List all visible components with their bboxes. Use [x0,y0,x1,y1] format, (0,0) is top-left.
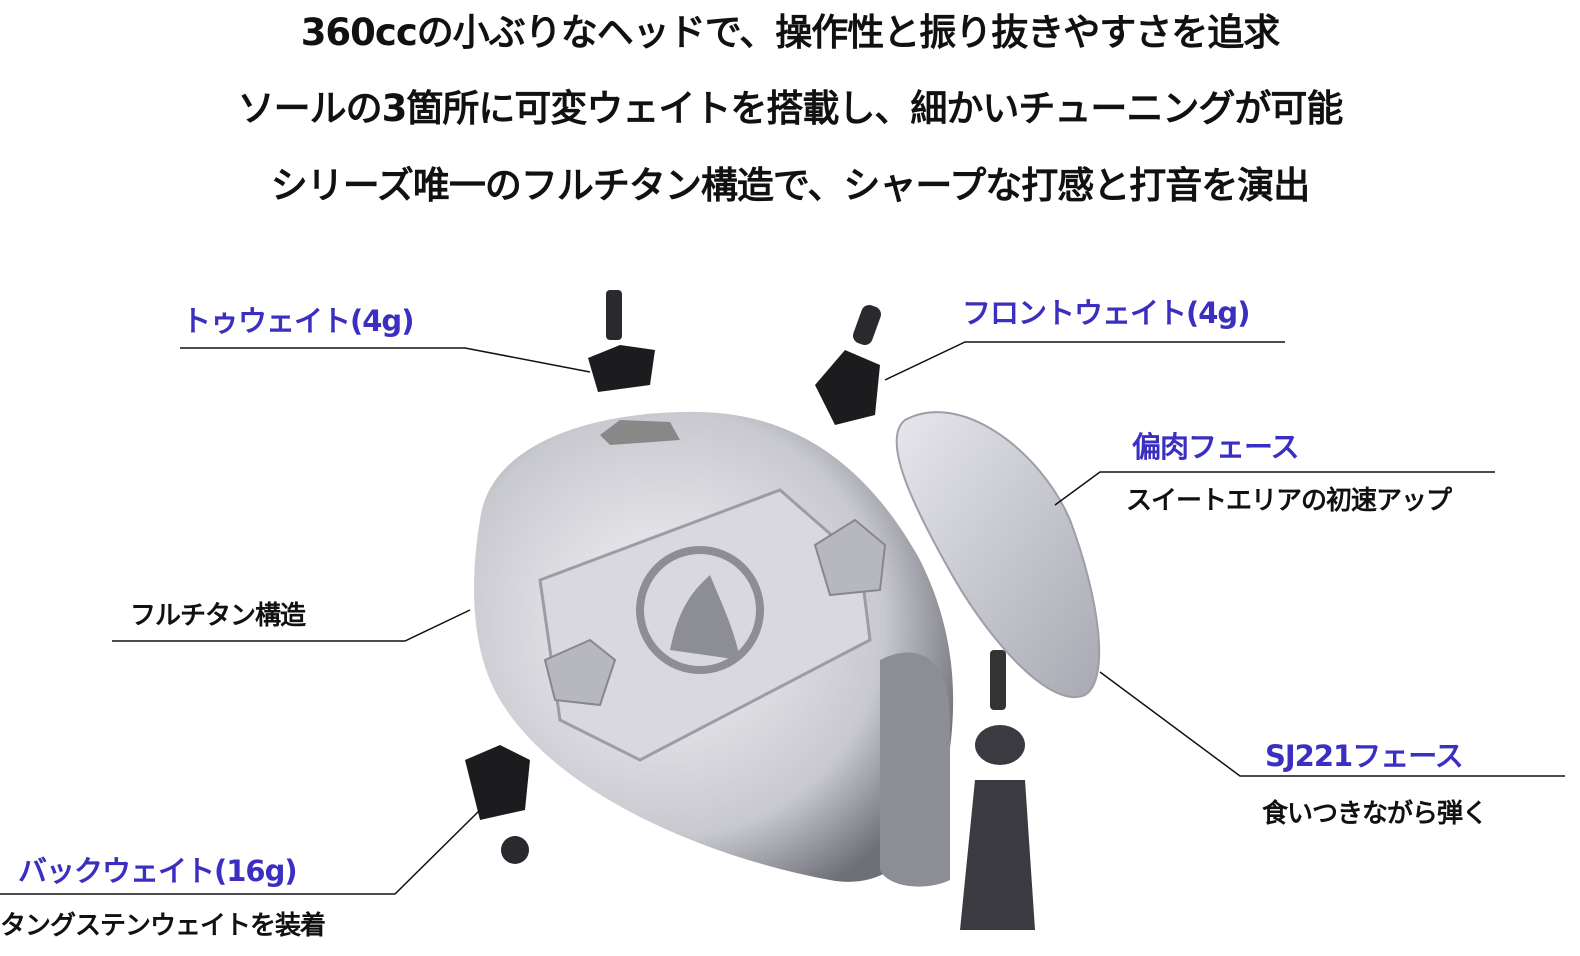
toe-weight [588,345,655,392]
shaft-sleeve [960,780,1035,930]
offset-leader [1054,471,1495,506]
front-leader [884,341,1285,381]
front-weight [815,350,880,425]
back-weight-label: バックウェイト(16g) [18,854,298,888]
front-screw [853,305,881,345]
weight-port [813,518,887,597]
toe-leader [180,347,591,373]
titanium-leader [112,609,471,642]
logo-emblem [636,546,764,674]
offset-face-label: 偏肉フェース [1132,430,1300,464]
sj221-leader [1099,671,1565,777]
back-leader [0,809,481,895]
face-plate [895,411,1101,698]
headline-2: ソールの3箇所に可変ウェイトを搭載し、細かいチューニングが可能 [237,87,1344,130]
back-weight [465,745,530,820]
weight-port [543,638,617,707]
full-titanium-label: フルチタン構造 [130,601,306,631]
toe-screw [606,290,622,340]
headline-1: 360ccの小ぶりなヘッドで、操作性と振り抜きやすさを追求 [300,11,1281,54]
back-weight-desc: タングステンウェイトを装着 [0,911,326,941]
weight-port [600,420,680,445]
sj221-face-label: SJ221フェース [1265,739,1464,773]
sleeve-screw [990,650,1006,710]
sleeve-ring [975,725,1025,765]
front-weight-label: フロントウェイト(4g) [962,296,1250,330]
sj221-face-desc: 食いつきながら弾く [1262,799,1488,829]
hosel [880,652,950,887]
toe-weight-label: トゥウェイト(4g) [182,304,414,338]
offset-face-desc: スイートエリアの初速アップ [1126,486,1452,516]
headline-3: シリーズ唯一のフルチタン構造で、シャープな打感と打音を演出 [270,164,1310,207]
back-screw [501,836,529,864]
